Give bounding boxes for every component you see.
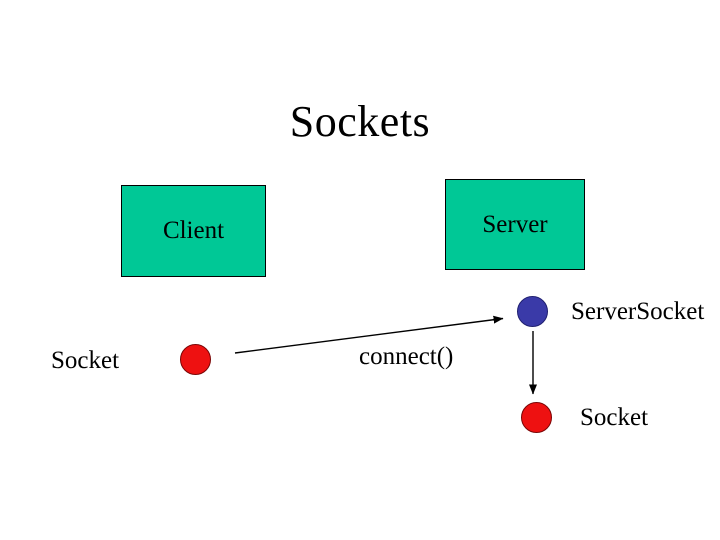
serversocket-label: ServerSocket	[571, 298, 705, 325]
connect-call-label: connect()	[359, 343, 454, 370]
accepted-socket-dot-icon	[521, 402, 552, 433]
server-box-label: Server	[482, 210, 548, 238]
client-socket-dot-icon	[180, 344, 211, 375]
slide-title: Sockets	[289, 97, 431, 147]
client-box: Client	[121, 185, 266, 277]
client-box-label: Client	[162, 217, 225, 244]
server-box: Server	[445, 179, 585, 270]
serversocket-dot-icon	[517, 296, 548, 327]
client-socket-label: Socket	[51, 347, 120, 374]
accepted-socket-label: Socket	[580, 404, 649, 431]
